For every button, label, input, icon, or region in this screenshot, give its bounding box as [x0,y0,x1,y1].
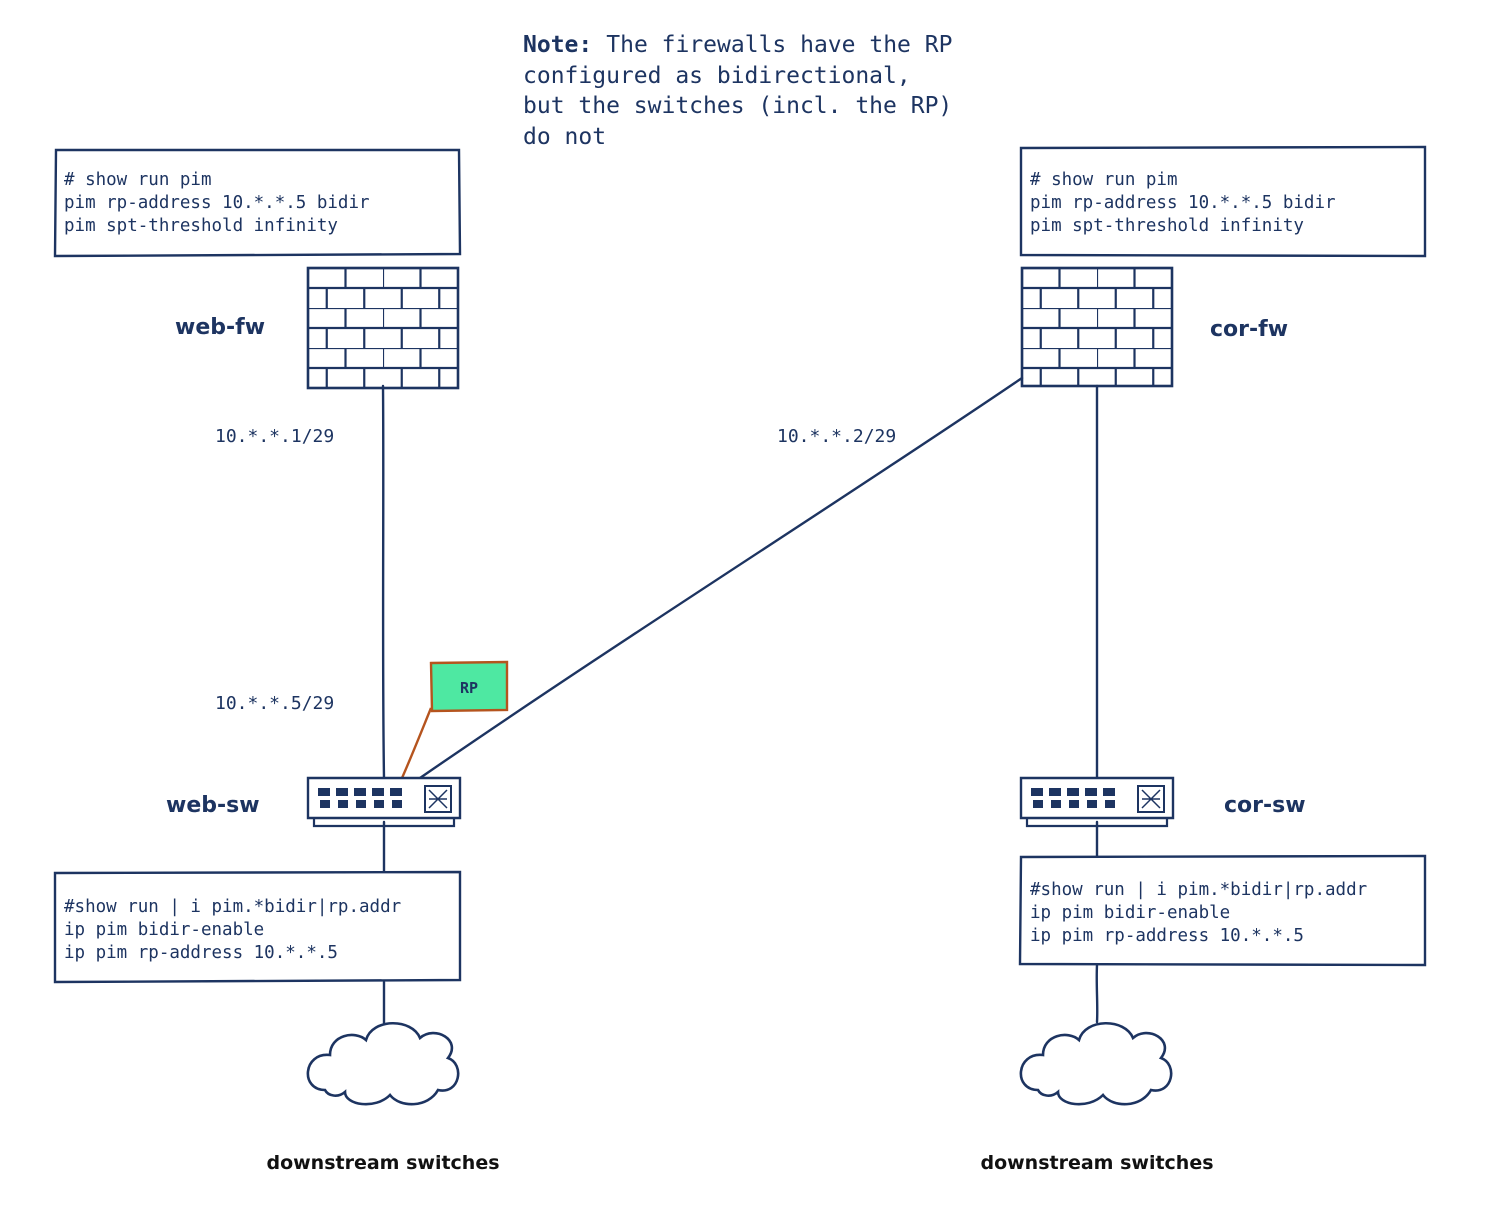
web-sw-config-line-1: #show run | i pim.*bidir|rp.addr [64,897,401,917]
cor-sw-config-line-3: ip pim rp-address 10.*.*.5 [1030,926,1304,946]
note-line-4: do not [523,124,606,150]
link-web-fw-web-sw [381,384,386,780]
cor-sw-config-line-1: #show run | i pim.*bidir|rp.addr [1030,880,1367,900]
switch-icon [1019,776,1175,828]
cor-fw-config-line-3: pim spt-threshold infinity [1030,216,1304,236]
web-fw-config-line-3: pim spt-threshold infinity [64,216,338,236]
web-fw-ip: 10.*.*.1/29 [215,426,334,447]
web-sw-config-box: #show run | i pim.*bidir|rp.addr ip pim … [53,870,462,984]
flag-icon: RP [400,660,509,779]
cor-fw-label: cor-fw [1210,317,1288,342]
note-line-1-text: The firewalls have the RP [606,32,952,58]
cor-fw-config-line-2: pim rp-address 10.*.*.5 bidir [1030,193,1336,213]
cor-sw-label: cor-sw [1224,793,1306,818]
web-fw-label: web-fw [175,315,265,340]
cor-sw-config-box: #show run | i pim.*bidir|rp.addr ip pim … [1018,854,1427,967]
web-fw-config-box: # show run pim pim rp-address 10.*.*.5 b… [53,148,462,258]
note: Note: The firewalls have the RP configure… [523,32,952,150]
cloud-icon [306,1021,460,1106]
web-sw-config-line-3: ip pim rp-address 10.*.*.5 [64,943,338,963]
rp-flag-label: RP [460,679,478,697]
web-sw-ip: 10.*.*.5/29 [215,693,334,714]
link-cor-config-cloud [1095,963,1099,1024]
cloud-icon [1019,1021,1173,1106]
right-downstream-label: downstream switches [980,1152,1213,1174]
web-fw-config-line-1: # show run pim [64,170,212,190]
note-line-3: but the switches (incl. the RP) [523,93,952,119]
link-cor-fw-cor-sw [1095,384,1099,780]
cor-fw-ip: 10.*.*.2/29 [777,426,896,447]
left-downstream-label: downstream switches [266,1152,499,1174]
link-cor-fw-web-sw [418,376,1024,780]
note-bold: Note: [523,32,592,58]
web-sw-label: web-sw [166,793,260,818]
links [381,376,1099,1026]
web-fw-config-line-2: pim rp-address 10.*.*.5 bidir [64,193,370,213]
cor-fw-config-line-1: # show run pim [1030,170,1178,190]
note-line-1: Note: The firewalls have the RP [523,32,952,58]
cor-fw-config-box: # show run pim pim rp-address 10.*.*.5 b… [1019,145,1427,258]
web-sw-config-line-2: ip pim bidir-enable [64,920,264,940]
switch-icon [306,776,462,828]
note-line-2: configured as bidirectional, [523,63,911,89]
firewall-icon [306,266,460,390]
cor-sw-config-line-2: ip pim bidir-enable [1030,903,1230,923]
firewall-icon [1020,266,1174,388]
